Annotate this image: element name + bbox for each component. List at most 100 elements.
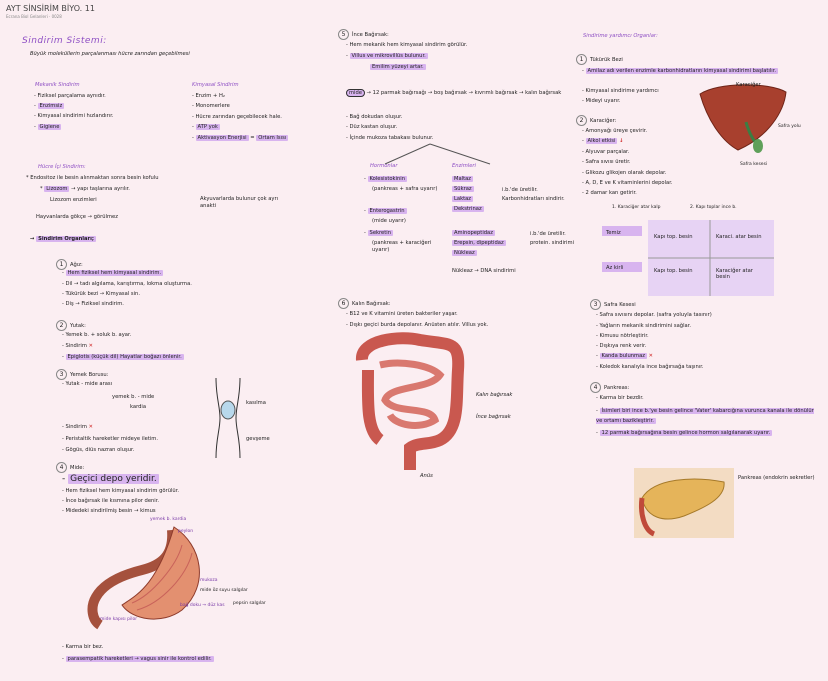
hic-text: Endositoz ile besin alınmaktan sonra bes… <box>30 175 159 181</box>
branch-arrows <box>384 143 491 165</box>
table-cell: Karaci. atar besin <box>716 234 762 240</box>
yutak-title: Yutak: <box>70 323 86 329</box>
kimyasal-item: Hücre zarından geçebilecek hale. <box>195 114 282 120</box>
ince-item: 12 parmak bağırsağı → boş bağırsak → kıv… <box>372 90 562 96</box>
hormon-title: Hormonlar <box>370 163 398 169</box>
liver-label: Safra yolu <box>778 124 801 129</box>
blood-table <box>602 220 774 296</box>
ince-item: Emilim yüzeyi artar. <box>370 64 426 70</box>
agiz-item: Dil → tadı algılama, karıştırma, lokma o… <box>65 281 192 287</box>
hormon-item: Kolesistokinin <box>367 176 407 182</box>
mide-item: Hem fiziksel hem kimyasal sindirim görül… <box>65 488 180 494</box>
enzim-item: Maltaz <box>452 176 474 182</box>
agiz-item: Hem fiziksel hem kimyasal sindirim. <box>65 270 164 276</box>
stomach-label: pepsin salgılar <box>233 601 266 606</box>
karaciger-item: Safra sıvısı üretir. <box>585 159 631 165</box>
kalin-label: Kalın bağırsak <box>476 392 513 398</box>
kimyasal-item: Enzim + H₂ <box>195 93 225 99</box>
ince-item: Villus ve mikrovillüs bulunur. <box>349 53 428 59</box>
section-title: Sindirim Sistemi: <box>22 36 107 46</box>
kimyasal-item: Aktivasyon Enerjisi <box>195 135 249 141</box>
mide-oval: mide <box>346 89 365 97</box>
safra-item: Dışkıya renk verir. <box>599 343 647 349</box>
hormon-item: (mide uyarır) <box>372 218 406 224</box>
kalin-item: Dışkı geçici burda depolanır. Anüsten at… <box>349 322 489 328</box>
damar-label: 2. Kapı toplar ince b. <box>690 205 737 210</box>
hormon-item: (pankreas + karaciğeri uyarır) <box>372 240 432 253</box>
table-cell: Temiz <box>606 230 621 236</box>
kalin-title: Kalın Bağırsak: <box>352 301 391 307</box>
enzim-note: i.b.'de üretilir. Karbonhidratları sindi… <box>502 187 565 202</box>
yemek-item: Sindirim <box>65 424 87 430</box>
mide-item: Geçici depo yeridir. <box>68 474 159 484</box>
karaciger-title: Karaciğer: <box>590 118 617 124</box>
enzim-item: Sükraz <box>452 186 474 192</box>
ince-item: Düz kastan oluşur. <box>349 124 398 130</box>
kimyasal-item: Ortam Isısı <box>256 135 289 141</box>
enzim-item: Laktaz <box>452 196 474 202</box>
organ-title: Sindirim Organları; <box>36 236 96 242</box>
hic-text: Lizozom enzimleri <box>50 197 97 203</box>
ince-item: Bağ dokudan oluşur. <box>349 114 403 120</box>
tukuruk-item: Amilaz adı verilen enzimle karbonhidratl… <box>585 68 779 74</box>
yutak-item: Yemek b. + soluk b. ayar. <box>65 332 132 338</box>
definition: Büyük moleküllerin parçalanması hücre za… <box>30 51 190 57</box>
ince-title: İnce Bağırsak: <box>352 32 389 38</box>
tukuruk-item: Mideyi uyarır. <box>585 98 621 104</box>
ince-item: İçinde mukoza tabakası bulunur. <box>349 135 434 141</box>
karaciger-item: Alyuvar parçalar. <box>585 149 630 155</box>
stomach-label: mide öz suyu salgılar <box>200 588 248 593</box>
table-cell: Kapı top. besin <box>654 268 693 274</box>
hic-text: Lizozom <box>44 186 70 192</box>
ince-item: Hem mekanik hem kimyasal sindirim görülü… <box>349 42 468 48</box>
kimyasal-title: Kimyasal Sindirim <box>192 82 239 88</box>
pankreas-item: Karma bir bezdir. <box>599 395 644 401</box>
safra-item: Kanda bulunmaz <box>599 353 647 359</box>
yemek-item: Peristaltik hareketler mideye iletim. <box>65 436 159 442</box>
hormon-item: (pankreas + safra uyarır) <box>372 186 438 192</box>
hic-text: Hayvanlarda gökçe → görülmez <box>36 214 118 220</box>
hic-text: Akyuvarlarda bulunur çok ayrı anakti <box>200 196 279 209</box>
enzim-item: Nükleaz <box>452 250 477 256</box>
table-cell: Karaciğer atar besin <box>716 268 753 280</box>
enzim-item: Erepsin, dipeptidaz <box>452 240 506 246</box>
gevseme-label: gevşeme <box>246 436 270 442</box>
safra-item: Yağların mekanik sindirimini sağlar. <box>599 323 692 329</box>
liver-label: Safra kesesi <box>740 162 768 167</box>
pancreas-label: Pankreas (endokrin sekretler) <box>738 475 815 481</box>
enzim-item: Aminopeptidaz <box>452 230 495 236</box>
mekanik-item: Fiziksel parçalama aynıdır. <box>37 93 106 99</box>
stomach-label: peylon <box>178 529 194 534</box>
agiz-item: Diş → Fiziksel sindirim. <box>65 301 124 307</box>
stomach-label: mide kapısı pilor <box>100 617 138 622</box>
liver-image <box>699 84 787 153</box>
karaciger-item: A, D, E ve K vitaminlerini depolar. <box>585 180 673 186</box>
safra-item: Safra sıvısını depolar. (safra yoluyla t… <box>599 312 712 318</box>
mekanik-item: Gigiene <box>37 124 62 130</box>
damar-label: 1. Karaciğer atar kalp <box>612 205 661 210</box>
hormon-item: Enterogastrin <box>367 208 407 214</box>
anus-label: Anüs <box>420 473 433 479</box>
esophagus-diagram <box>215 378 241 458</box>
yutak-item: Sindirim <box>65 343 87 349</box>
mekanik-item: Kimyasal sindirimi hızlandırır. <box>37 113 114 119</box>
hucre-ici-title: Hücre İçi Sindirim: <box>38 164 86 170</box>
yemek-title: Yemek Borusu: <box>70 372 109 378</box>
mide-item: Karma bir bez. <box>65 644 104 650</box>
stomach-label: bağ doku → düz kas <box>180 603 225 608</box>
mide-title: Mide: <box>70 465 85 471</box>
safra-item: Koledok kanalıyla ince bağırsağa taşınır… <box>599 364 704 370</box>
right-title: Sindirime yardımcı Organlar: <box>583 33 658 39</box>
mekanik-title: Mekanik Sindirim <box>35 82 80 88</box>
page-subtitle: Ecrana Biol Gelanleri · 0028 <box>6 14 62 19</box>
yemek-item: kardia <box>130 404 147 410</box>
liver-label: Karaciğer <box>736 82 761 88</box>
stomach-label: yemek b. kardia <box>150 517 187 522</box>
kalin-item: B12 ve K vitamini üreten bakteriler yaşa… <box>349 311 458 317</box>
intestine-image <box>356 332 465 470</box>
mide-item: parasempatik hareketleri → vagus sinir i… <box>65 656 214 662</box>
pancreas-image <box>634 468 734 538</box>
enzim-title: Enzimleri <box>452 163 476 169</box>
ince-label: İnce bağırsak <box>476 414 511 420</box>
yemek-item: Yutak - mide arası <box>65 381 113 387</box>
